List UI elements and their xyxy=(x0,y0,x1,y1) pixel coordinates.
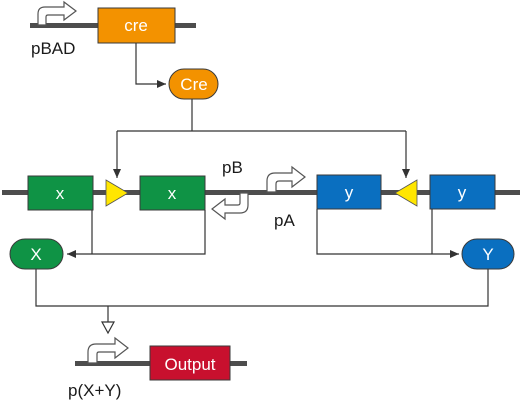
loxp-left-icon xyxy=(105,179,129,207)
promoter-pb-icon xyxy=(211,192,249,221)
protein-cre-pill xyxy=(168,68,219,100)
dna-strand-middle xyxy=(2,190,520,195)
protein-x-label: X xyxy=(30,245,41,264)
gene-y-left-label: y xyxy=(345,183,354,202)
promoter-pb-label: pB xyxy=(222,158,243,177)
gene-output-label: Output xyxy=(164,355,215,374)
gene-x-right-box xyxy=(139,175,206,211)
promoter-pbad-label: pBAD xyxy=(31,39,75,58)
gene-y-left-box xyxy=(316,174,382,210)
arrow-genes-to-y xyxy=(316,209,459,254)
cre-action-line xyxy=(117,99,406,132)
promoter-pa-icon xyxy=(266,165,306,193)
promoter-pa-label: pA xyxy=(274,211,295,230)
promoter-pxy-label: p(X+Y) xyxy=(68,381,121,400)
top-cassette: pBAD cre xyxy=(30,0,196,58)
xy-convergence-line xyxy=(35,269,489,307)
gene-x-right-label: x xyxy=(168,184,177,203)
gene-x-left-box xyxy=(27,175,94,211)
promoter-pxy-icon xyxy=(87,336,129,364)
gene-output-box xyxy=(149,345,231,381)
loxp-right-icon xyxy=(394,179,418,207)
protein-y-label: Y xyxy=(482,245,493,264)
activation-arrowhead-icon xyxy=(100,321,116,335)
middle-cassette: x x pB pA y y xyxy=(2,158,520,230)
protein-cre-label: Cre xyxy=(180,75,207,94)
gene-cre-label: cre xyxy=(124,16,148,35)
output-cassette: p(X+Y) Output xyxy=(68,336,247,400)
gene-y-right-box xyxy=(429,174,496,210)
promoter-pbad-icon xyxy=(37,0,77,26)
gene-y-right-label: y xyxy=(458,183,467,202)
arrow-cre-to-protein xyxy=(135,43,166,88)
gene-x-left-label: x xyxy=(56,184,65,203)
arrow-genes-to-x xyxy=(67,210,206,254)
